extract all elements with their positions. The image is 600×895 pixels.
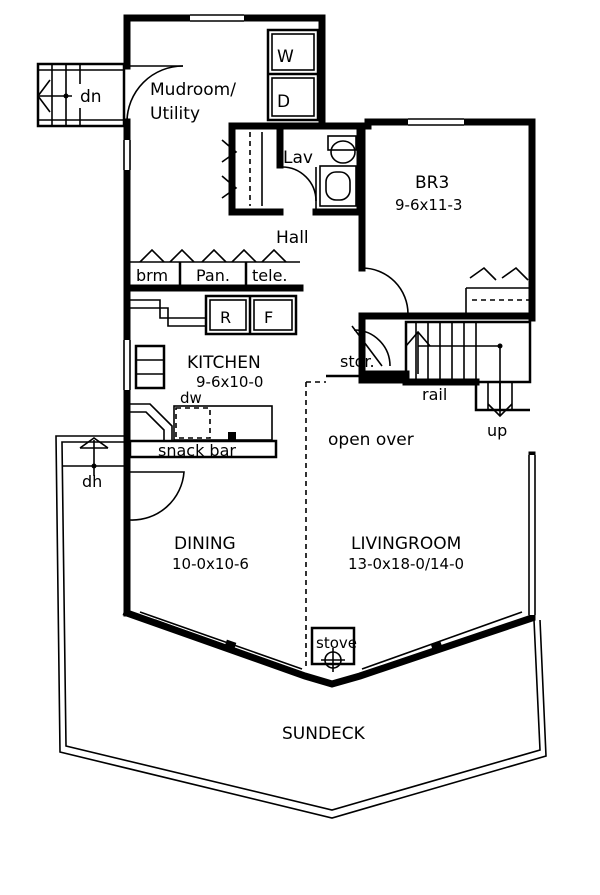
broom-closet-label: brm <box>136 266 168 285</box>
hall-label: Hall <box>276 228 309 248</box>
livingroom-label: LIVINGROOM <box>351 534 461 554</box>
dining-label: DINING <box>174 534 236 554</box>
kitchen: R F KITCHEN 9-6x10-0 dw <box>130 294 298 441</box>
lavatory: Lav <box>276 122 364 216</box>
mudroom-label: Mudroom/ <box>150 80 236 100</box>
pantry-label: Pan. <box>196 266 230 285</box>
closet-row: brm Pan. tele. <box>126 248 304 292</box>
refrigerator-label: R <box>220 308 231 327</box>
washer-dryer: W D <box>266 28 320 122</box>
mudroom-door-swing <box>126 65 184 123</box>
washer-label: W <box>277 47 294 67</box>
storage-and-stair: stor. rail up <box>326 316 532 440</box>
kitchen-size: 9-6x10-0 <box>196 373 263 391</box>
kitchen-label: KITCHEN <box>187 353 261 373</box>
utility-label: Utility <box>150 104 200 124</box>
sundeck-label: SUNDECK <box>282 724 366 744</box>
bedroom-3: BR3 9-6x11-3 <box>358 122 536 320</box>
freezer-label: F <box>264 308 273 327</box>
open-over-area: open over <box>305 381 414 670</box>
open-over-label: open over <box>328 430 414 450</box>
dishwasher-label: dw <box>180 389 202 407</box>
windows <box>122 13 537 678</box>
hall-closet <box>221 122 284 216</box>
snack-bar-label: snack bar <box>158 441 236 460</box>
br3-label: BR3 <box>415 173 449 193</box>
exterior-stair-top: dn <box>36 62 126 128</box>
rail-label: rail <box>422 385 447 404</box>
stove-label: stove <box>316 634 357 652</box>
lav-label: Lav <box>283 148 313 168</box>
stair-down-label: dn <box>80 87 102 107</box>
livingroom-size: 13-0x18-0/14-0 <box>348 555 464 573</box>
sundeck: dh SUNDECK <box>55 435 547 819</box>
dining-door-swing <box>129 471 185 521</box>
br3-size: 9-6x11-3 <box>395 196 462 214</box>
dining-size: 10-0x10-6 <box>172 555 249 573</box>
snack-bar: snack bar <box>128 439 278 460</box>
stair-up-label: up <box>487 421 507 440</box>
stove: stove <box>310 626 357 672</box>
tele-label: tele. <box>252 266 288 285</box>
deck-stair-label: dh <box>82 472 102 491</box>
storage-label: stor. <box>340 352 375 371</box>
dryer-label: D <box>277 92 290 112</box>
